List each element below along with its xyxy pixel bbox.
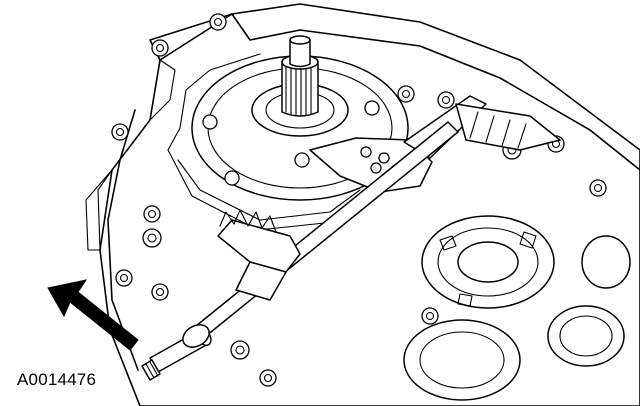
case-housing (85, 3, 640, 406)
figure-code: A0014476 (17, 370, 97, 389)
clutch-rings (403, 215, 631, 401)
removal-pin (141, 324, 212, 381)
ribbed-boss (455, 103, 561, 151)
direction-arrow-icon (47, 279, 139, 351)
